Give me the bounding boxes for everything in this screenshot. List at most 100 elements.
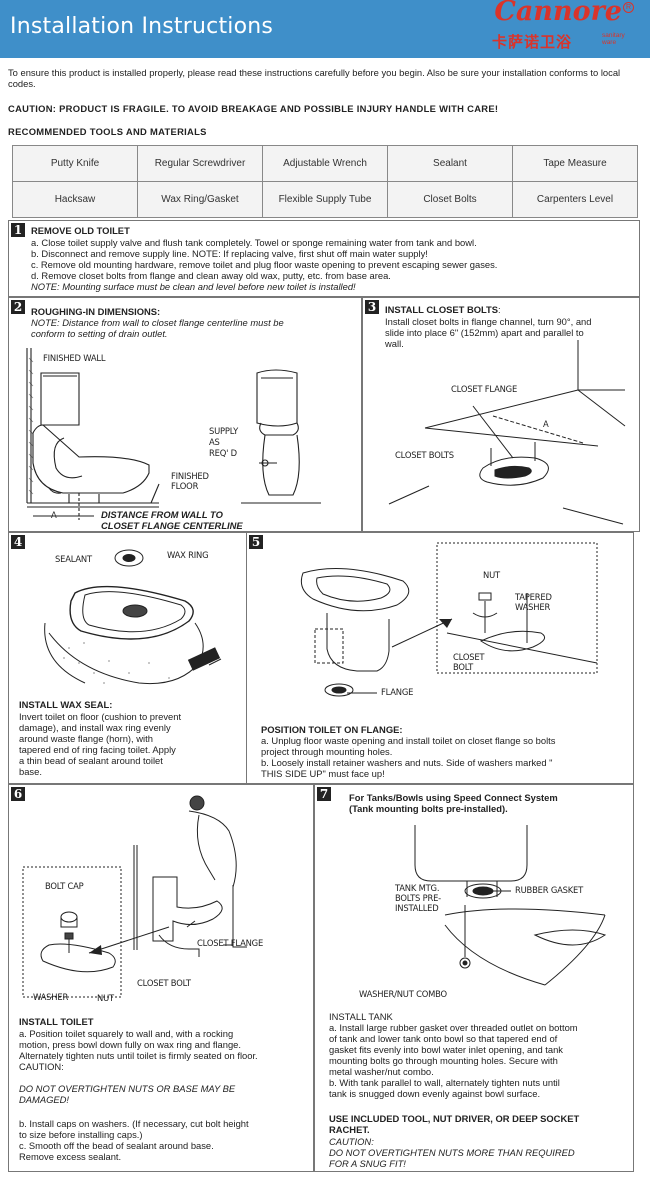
step-number: 1 (11, 223, 25, 237)
install-tank-diagram (414, 825, 607, 986)
label-closet-bolts: CLOSET BOLTS (395, 450, 454, 460)
step-line: b. Disconnect and remove supply line. NO… (31, 248, 428, 259)
tool-instruction: RACHET. (329, 1124, 370, 1135)
step-line: wall. (385, 338, 404, 349)
label-sealant: SEALANT (55, 554, 92, 564)
step-line: b. Loosely install retainer washers and … (261, 757, 553, 768)
tools-heading: RECOMMENDED TOOLS AND MATERIALS (8, 126, 207, 137)
label-tank-bolts: BOLTS PRE- (395, 893, 441, 903)
table-row: Hacksaw Wax Ring/Gasket Flexible Supply … (12, 181, 638, 218)
label-closet-flange: CLOSET FLANGE (197, 938, 264, 948)
label-washer-nut-combo: WASHER/NUT COMBO (359, 989, 447, 999)
tool-cell: Sealant (387, 145, 513, 182)
step-6-panel: 6 BOLT CAP CLOSET FLANGE CLOSET BOLT WAS… (8, 784, 314, 1172)
label-tapered-washer: WASHER (515, 602, 551, 612)
step-line: tank is snugged down evenly against bowl… (329, 1088, 541, 1099)
step-line: Invert toilet on floor (cushion to preve… (19, 711, 182, 722)
brand-name: Cannore (494, 0, 622, 27)
brand-subtitle: sanitary ware (602, 32, 625, 46)
caution-label: CAUTION: (329, 1136, 374, 1147)
step-line: Alternately tighten nuts until toilet is… (19, 1050, 258, 1061)
step-title: INSTALL CLOSET BOLTS: (385, 304, 501, 315)
step-warning: DO NOT OVERTIGHTEN NUTS MORE THAN REQUIR… (329, 1147, 575, 1158)
step-line: a. Unplug floor waste opening and instal… (261, 735, 556, 746)
step-line: project through mounting holes. (261, 746, 393, 757)
label-closet-bolt: CLOSET (453, 652, 485, 662)
step-line: of tank and lower tank onto bowl so that… (329, 1033, 558, 1044)
intro-text: To ensure this product is installed prop… (8, 67, 621, 89)
label-flange: FLANGE (381, 687, 414, 697)
step-warning: DO NOT OVERTIGHTEN NUTS OR BASE MAY BE (19, 1083, 236, 1094)
tools-table: Putty Knife Regular Screwdriver Adjustab… (12, 145, 638, 218)
label-supply: SUPPLY (209, 426, 239, 436)
closet-bolts-diagram (388, 340, 626, 525)
step-line: damage), and install wax ring evenly (19, 722, 171, 733)
step-line: gasket fits evenly into bowl water inlet… (329, 1044, 563, 1055)
step-number: 3 (365, 300, 379, 314)
label-nut: NUT (483, 570, 500, 580)
label-tapered-washer: TAPERED (515, 592, 552, 602)
label-rubber-gasket: RUBBER GASKET (515, 885, 584, 895)
tool-cell: Adjustable Wrench (262, 145, 388, 182)
tool-cell: Closet Bolts (387, 181, 513, 218)
step-line: THIS SIDE UP" must face up! (261, 768, 385, 779)
step-line: a thin bead of sealant around toilet (19, 755, 163, 766)
step-7-panel: 7 For Tanks/Bowls using Speed Connect Sy… (314, 784, 634, 1172)
step-3-panel: 3 INSTALL CLOSET BOLTS: Install closet b… (362, 297, 640, 532)
step-line: b. Install caps on washers. (If necessar… (19, 1118, 249, 1129)
step-2-panel: 2 ROUGHING-IN DIMENSIONS: NOTE: Distance… (8, 297, 362, 532)
step-1-panel: 1 REMOVE OLD TOILET a. Close toilet supp… (8, 220, 640, 297)
step-title: REMOVE OLD TOILET (31, 225, 130, 236)
label-wax-ring: WAX RING (167, 550, 209, 560)
step-line: a. Install large rubber gasket over thre… (329, 1022, 578, 1033)
step-line: c. Smooth off the bead of sealant around… (19, 1140, 214, 1151)
step-heading: (Tank mounting bolts pre-installed). (349, 803, 508, 814)
step-line: base. (19, 766, 42, 777)
step-line: d. Remove closet bolts from flange and c… (31, 270, 391, 281)
step-line: to size before installing caps.) (19, 1129, 143, 1140)
tool-cell: Carpenters Level (512, 181, 638, 218)
step-title: POSITION TOILET ON FLANGE: (261, 724, 403, 735)
step-line: Remove excess sealant. (19, 1151, 122, 1162)
step-number: 6 (11, 787, 25, 801)
position-toilet-diagram (300, 542, 598, 697)
step-note: NOTE: Distance from wall to closet flang… (31, 317, 284, 328)
table-row: Putty Knife Regular Screwdriver Adjustab… (12, 145, 638, 182)
step-note: NOTE: Mounting surface must be clean and… (31, 281, 356, 292)
tool-instruction: USE INCLUDED TOOL, NUT DRIVER, OR DEEP S… (329, 1113, 580, 1124)
step-line: around waste flange (horn), with (19, 733, 153, 744)
diagram-caption: DISTANCE FROM WALL TO (101, 509, 223, 520)
step-line: b. With tank parallel to wall, alternate… (329, 1077, 560, 1088)
label-closet-flange: CLOSET FLANGE (451, 384, 518, 394)
step-title: INSTALL TANK (329, 1011, 393, 1022)
header-bar: Installation Instructions Cannore R 卡萨诺卫… (0, 0, 650, 58)
step-title: INSTALL WAX SEAL: (19, 699, 113, 710)
step-warning: FOR A SNUG FIT! (329, 1158, 406, 1169)
step-5-panel: 5 NUT TAPERED WASHER CLOSET BOLT FLANGE … (246, 532, 634, 784)
wax-seal-diagram (44, 549, 222, 685)
step-title-text: INSTALL CLOSET BOLTS (385, 304, 499, 315)
tool-cell: Hacksaw (12, 181, 138, 218)
caution-fragile: CAUTION: PRODUCT IS FRAGILE. TO AVOID BR… (8, 103, 499, 114)
diagram-caption: CLOSET FLANGE CENTERLINE (101, 520, 243, 531)
step-number: 7 (317, 787, 331, 801)
step-line: slide into place 6" (152mm) apart and pa… (385, 327, 584, 338)
step-title: INSTALL TOILET (19, 1016, 94, 1027)
label-dimension-a: A (543, 419, 549, 429)
step-title: ROUGHING-IN DIMENSIONS: (31, 306, 161, 317)
step-number: 5 (249, 535, 263, 549)
step-line: metal washer/nut combo. (329, 1066, 434, 1077)
label-finished-floor: FLOOR (171, 481, 199, 491)
label-washer: WASHER (33, 992, 69, 1002)
step-line: CAUTION: (19, 1061, 64, 1072)
page-title: Installation Instructions (10, 14, 274, 39)
step-heading: For Tanks/Bowls using Speed Connect Syst… (349, 792, 558, 803)
step-line: a. Close toilet supply valve and flush t… (31, 237, 477, 248)
label-supply: REQ' D (209, 448, 237, 458)
step-note: conform to setting of drain outlet. (31, 328, 168, 339)
tool-cell: Wax Ring/Gasket (137, 181, 263, 218)
step-line: Install closet bolts in flange channel, … (385, 316, 592, 327)
tool-cell: Flexible Supply Tube (262, 181, 388, 218)
label-dimension-a: A (51, 510, 57, 520)
install-toilet-diagram (22, 795, 247, 998)
